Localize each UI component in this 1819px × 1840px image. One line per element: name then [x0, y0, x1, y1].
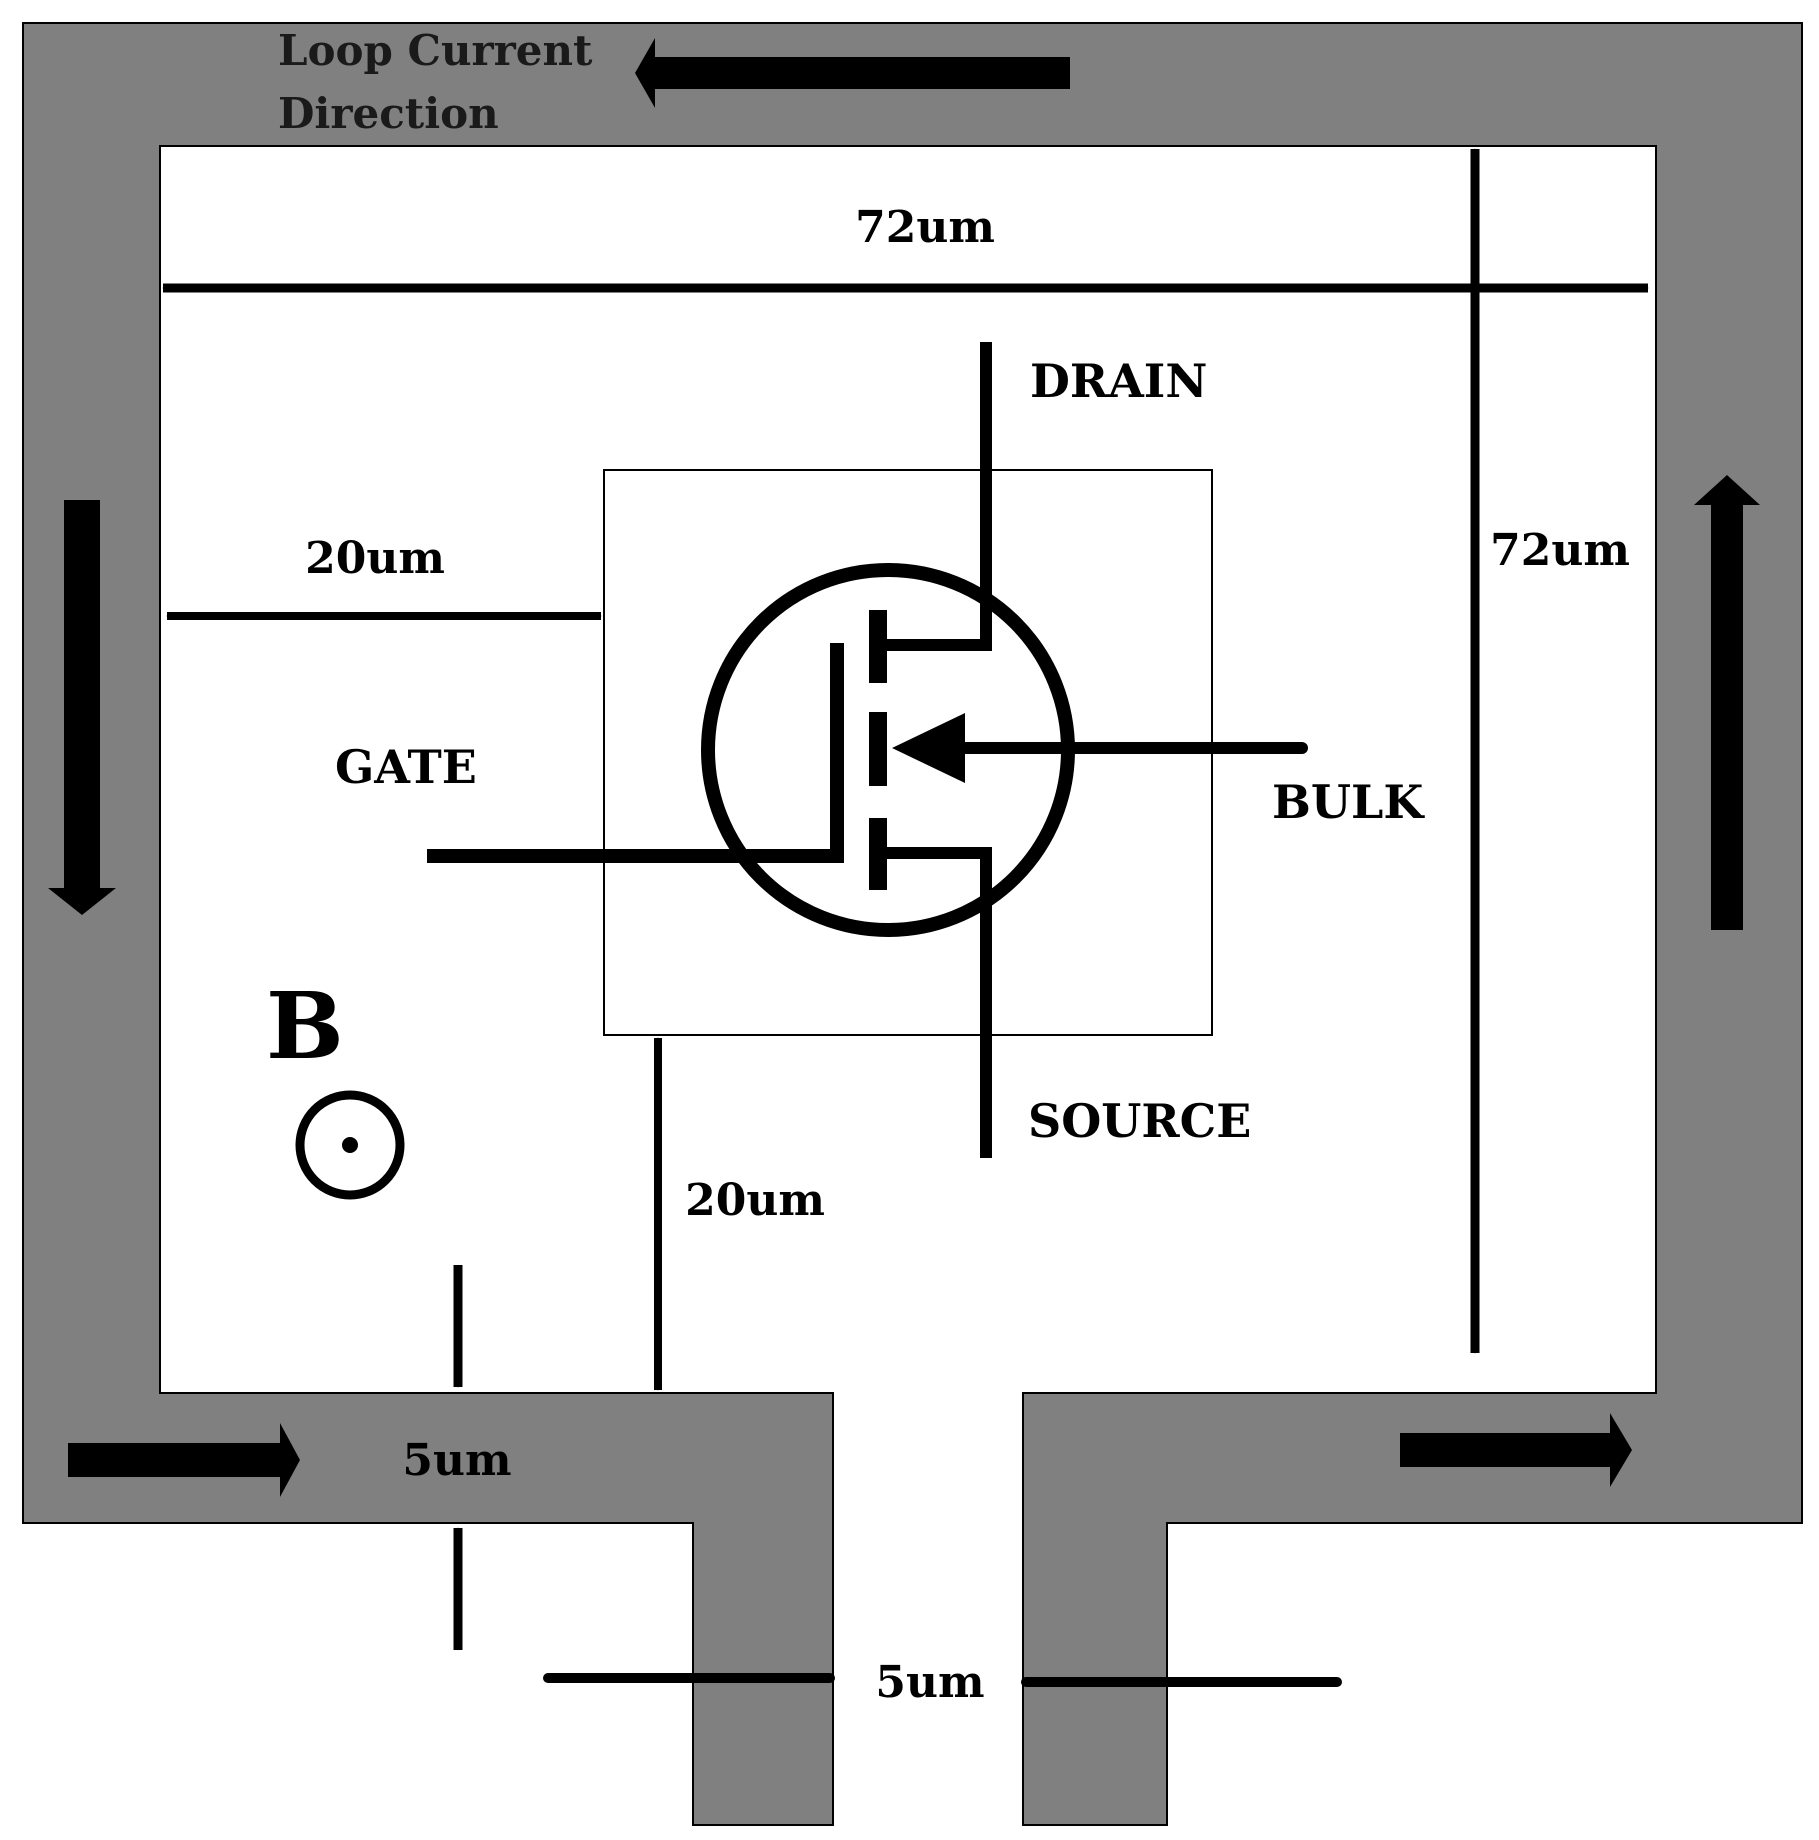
source-label: SOURCE [1028, 1094, 1251, 1148]
left-gap-dimension-label: 20um [305, 533, 445, 584]
height-dimension-label: 72um [1490, 525, 1630, 576]
gate-lead [427, 643, 844, 863]
drain-lead [882, 342, 992, 651]
loop-current-arrows [48, 38, 1760, 1497]
dot-in-circle-icon [295, 1090, 405, 1200]
width-dimension-label: 72um [855, 202, 995, 253]
current-loop [22, 22, 1803, 1826]
left-current-arrow-icon [48, 500, 116, 915]
bottom-gap-dimension-label: 20um [685, 1175, 825, 1226]
bulk-arrow-head-icon [892, 713, 965, 783]
source-lead [882, 847, 992, 1158]
field-circle [295, 1090, 405, 1200]
gate-label: GATE [335, 740, 477, 794]
loop-trace-left [22, 22, 1803, 1826]
field-dot [342, 1137, 358, 1153]
loop-current-title-line1: Loop Current [278, 26, 593, 75]
magnetic-field-label: B [266, 972, 344, 1080]
mosfet-symbol-icon [427, 342, 1308, 1158]
drain-label: DRAIN [1030, 354, 1207, 408]
loop-current-title: Loop Current Direction [278, 26, 607, 138]
opening-gap-label: 5um [875, 1657, 984, 1708]
trace-width-label: 5um [402, 1435, 511, 1486]
right-current-arrow-icon [1694, 475, 1760, 930]
bottom-left-current-arrow-icon [68, 1423, 300, 1497]
bottom-right-current-arrow-icon [1400, 1413, 1632, 1487]
top-current-arrow-icon [635, 38, 1070, 108]
bulk-label: BULK [1272, 775, 1425, 829]
loop-current-title-line2: Direction [278, 89, 499, 138]
